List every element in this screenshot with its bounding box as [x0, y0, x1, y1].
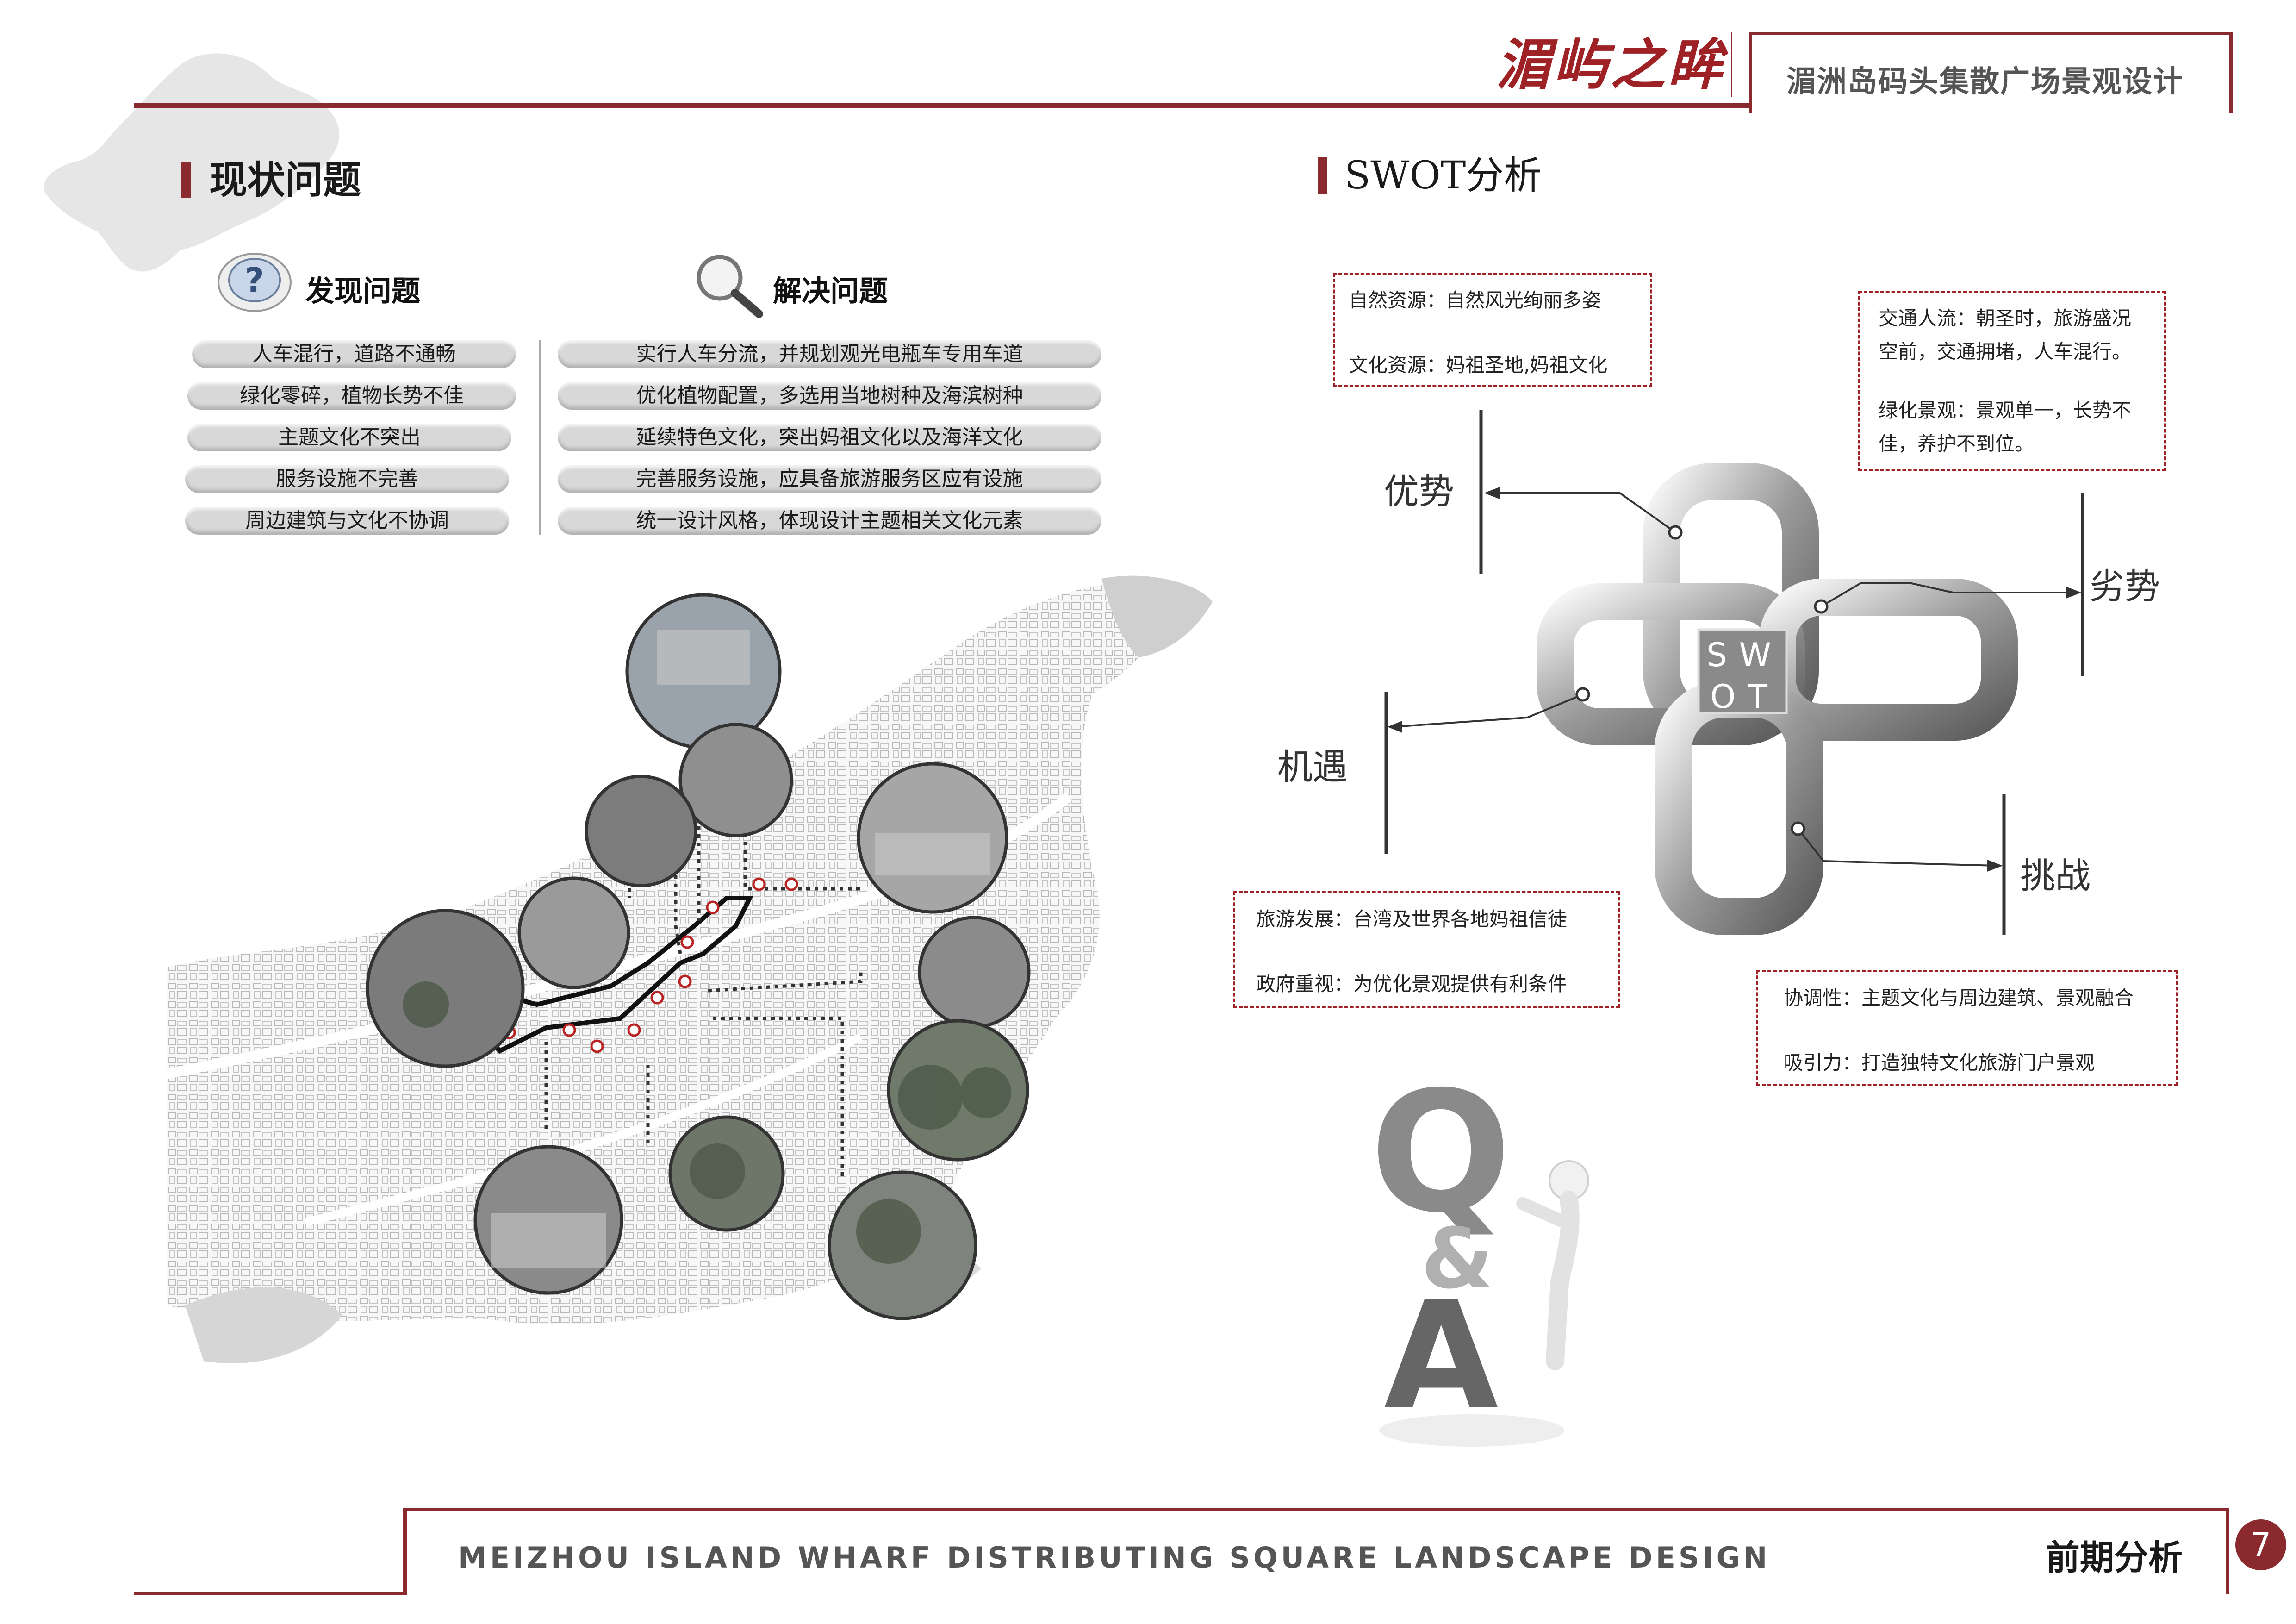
qa-letter-q: Q — [1370, 1056, 1512, 1249]
qa-figure-icon — [1379, 1160, 1589, 1447]
section-marker — [181, 162, 191, 198]
strength-line: 自然资源：自然风光绚丽多姿 — [1349, 289, 1602, 312]
opportunity-line: 旅游发展：台湾及世界各地妈祖信徒 — [1256, 908, 1568, 931]
swot-letter-w: W — [1739, 636, 1783, 674]
swot-center-letters: SW OT — [1703, 634, 1786, 718]
qa-graphic: Q & A — [1365, 1065, 1606, 1458]
header-title-box — [1749, 32, 2233, 113]
weakness-label: 劣势 — [2090, 566, 2160, 607]
footer-english-title: MEIZHOU ISLAND WHARF DISTRIBUTING SQUARE… — [458, 1541, 1771, 1574]
column-divider — [539, 340, 541, 535]
weakness-line: 空前，交通拥堵，人车混行。 — [1879, 340, 2132, 363]
solution-item: 实行人车分流，并规划观光电瓶车专用车道 — [558, 340, 1101, 368]
threat-label: 挑战 — [2020, 855, 2091, 896]
find-problem-heading: 发现问题 — [305, 274, 421, 308]
svg-text:?: ? — [245, 261, 264, 300]
left-section-title: 现状问题 — [209, 158, 361, 202]
swot-section-title: SWOT分析 — [1344, 154, 1542, 198]
threat-line: 吸引力：打造独特文化旅游门户景观 — [1784, 1051, 2095, 1074]
swot-letter-o: O — [1710, 678, 1748, 716]
solution-item: 完善服务设施，应具备旅游服务区应有设施 — [558, 465, 1101, 493]
project-title: 湄洲岛码头集散广场景观设计 — [1786, 65, 2184, 99]
qa-letter-amp: & — [1421, 1211, 1493, 1307]
solution-item: 优化植物配置，多选用当地树种及海滨树种 — [558, 382, 1101, 410]
weakness-line: 佳，养护不到位。 — [1879, 432, 2035, 455]
magnifier-icon — [697, 255, 763, 318]
footer-rule — [134, 1592, 407, 1595]
strength-line: 文化资源：妈祖圣地,妈祖文化 — [1349, 354, 1608, 376]
problem-item: 服务设施不完善 — [185, 465, 509, 493]
solution-item: 延续特色文化，突出妈祖文化以及海洋文化 — [558, 424, 1101, 451]
problem-item: 周边建筑与文化不协调 — [185, 507, 509, 535]
swot-diagram — [1384, 410, 2084, 935]
problem-item: 绿化零碎，植物长势不佳 — [187, 382, 516, 410]
footer-box — [403, 1508, 2229, 1594]
weakness-line: 交通人流：朝圣时，旅游盛况 — [1879, 307, 2132, 330]
strength-box: 自然资源：自然风光绚丽多姿 文化资源：妈祖圣地,妈祖文化 — [1333, 273, 1652, 387]
site-plan-map — [167, 575, 1213, 1364]
question-icon: ? — [218, 253, 292, 312]
threat-line: 协调性：主题文化与周边建筑、景观融合 — [1784, 987, 2134, 1009]
problem-item: 人车混行，道路不通畅 — [192, 340, 516, 368]
opportunity-line: 政府重视：为优化景观提供有利条件 — [1256, 973, 1568, 995]
threat-box: 协调性：主题文化与周边建筑、景观融合 吸引力：打造独特文化旅游门户景观 — [1756, 970, 2178, 1086]
weakness-line: 绿化景观：景观单一，长势不 — [1879, 399, 2132, 422]
logo-text: 湄屿之眸 — [1495, 32, 1725, 97]
logo-box: 湄屿之眸 — [1490, 32, 1732, 97]
solve-problem-heading: 解决问题 — [773, 274, 888, 308]
header-rule — [134, 103, 1749, 108]
weakness-box: 交通人流：朝圣时，旅游盛况 空前，交通拥堵，人车混行。 绿化景观：景观单一，长势… — [1858, 291, 2166, 471]
qa-letter-a: A — [1384, 1270, 1499, 1443]
swot-letter-t: T — [1748, 678, 1780, 716]
problem-item: 主题文化不突出 — [187, 424, 511, 451]
footer-section-name: 前期分析 — [2046, 1538, 2183, 1578]
swot-letter-s: S — [1706, 636, 1739, 674]
solution-item: 统一设计风格，体现设计主题相关文化元素 — [558, 507, 1101, 535]
section-marker — [1318, 157, 1327, 194]
strength-label: 优势 — [1384, 471, 1454, 512]
opportunity-box: 旅游发展：台湾及世界各地妈祖信徒 政府重视：为优化景观提供有利条件 — [1233, 891, 1620, 1008]
opportunity-label: 机遇 — [1277, 746, 1348, 787]
page-number: 7 — [2235, 1519, 2286, 1570]
